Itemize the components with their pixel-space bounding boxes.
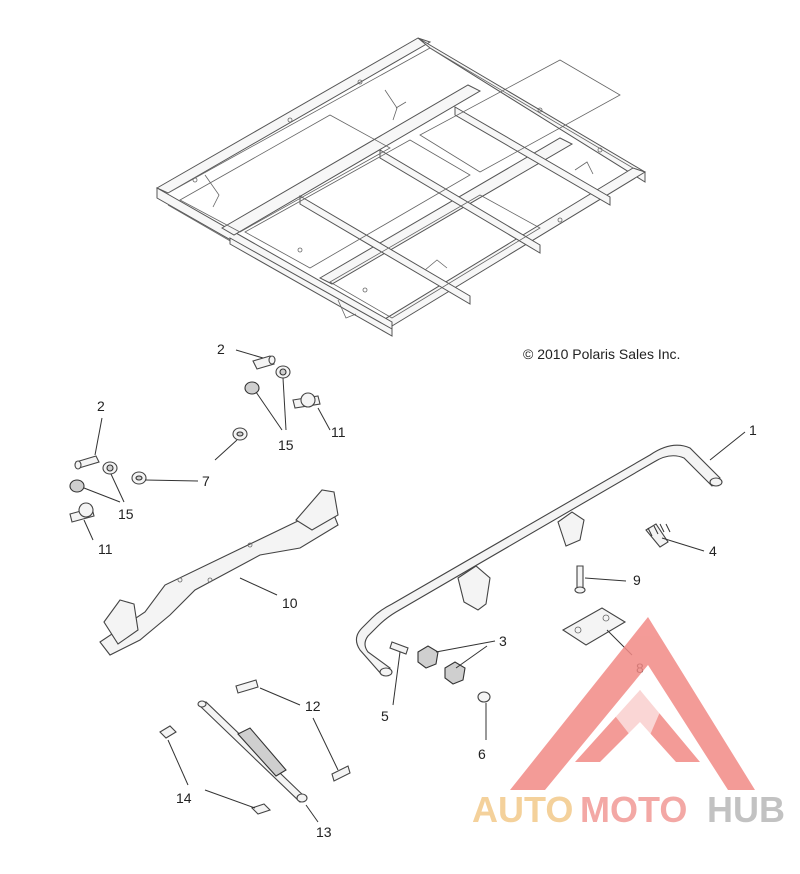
copyright-text: © 2010 Polaris Sales Inc. [523, 346, 680, 362]
part-7-nut-upper [232, 427, 248, 441]
watermark-logo-icon [510, 617, 755, 790]
watermark-moto: MOTO [580, 789, 687, 830]
part-6-nut [477, 691, 491, 703]
part-2-pin-upper [252, 355, 276, 370]
callout-6: 6 [478, 746, 486, 762]
callout-15-upper: 15 [278, 437, 294, 453]
callout-4: 4 [709, 543, 717, 559]
part-15-bushings-left [69, 461, 118, 493]
callout-7: 7 [202, 473, 210, 489]
part-9-bolt [574, 565, 586, 594]
watermark-auto: AUTO [472, 789, 573, 830]
callout-2-upper: 2 [217, 341, 225, 357]
part-11-bolt-upper [292, 392, 321, 409]
part-12-pins [235, 679, 351, 782]
callout-3: 3 [499, 633, 507, 649]
part-2-pin-left [74, 455, 100, 470]
part-4-spring [645, 523, 671, 548]
part-15-bushings-upper [244, 365, 291, 395]
part-13-gas-strut [197, 700, 308, 803]
callout-15-left: 15 [118, 506, 134, 522]
part-3-clamps [417, 645, 466, 685]
callout-10: 10 [282, 595, 298, 611]
callout-11-upper: 11 [331, 424, 346, 440]
callout-14: 14 [176, 790, 192, 806]
leader-lines [83, 349, 746, 823]
callout-12: 12 [305, 698, 321, 714]
part-10-mount-bracket [99, 489, 339, 656]
callout-11-left: 11 [98, 541, 113, 557]
part-14-clips [159, 725, 272, 815]
callout-13: 13 [316, 824, 332, 840]
part-8-plate [561, 607, 627, 646]
callout-9: 9 [633, 572, 641, 588]
part-1-bar [355, 444, 723, 677]
watermark: AUTO MOTO HUB [472, 617, 785, 830]
callout-5: 5 [381, 708, 389, 724]
cargo-box-frame [155, 37, 647, 337]
callout-2-left: 2 [97, 398, 105, 414]
watermark-hub: HUB [707, 789, 785, 830]
part-5-pin [389, 641, 409, 655]
callout-1: 1 [749, 422, 757, 438]
part-11-bolt-left [69, 502, 95, 523]
callout-labels: 1 2 2 3 4 5 6 7 8 9 10 11 11 12 13 14 15… [97, 341, 757, 840]
part-7-nut-left [131, 471, 147, 485]
